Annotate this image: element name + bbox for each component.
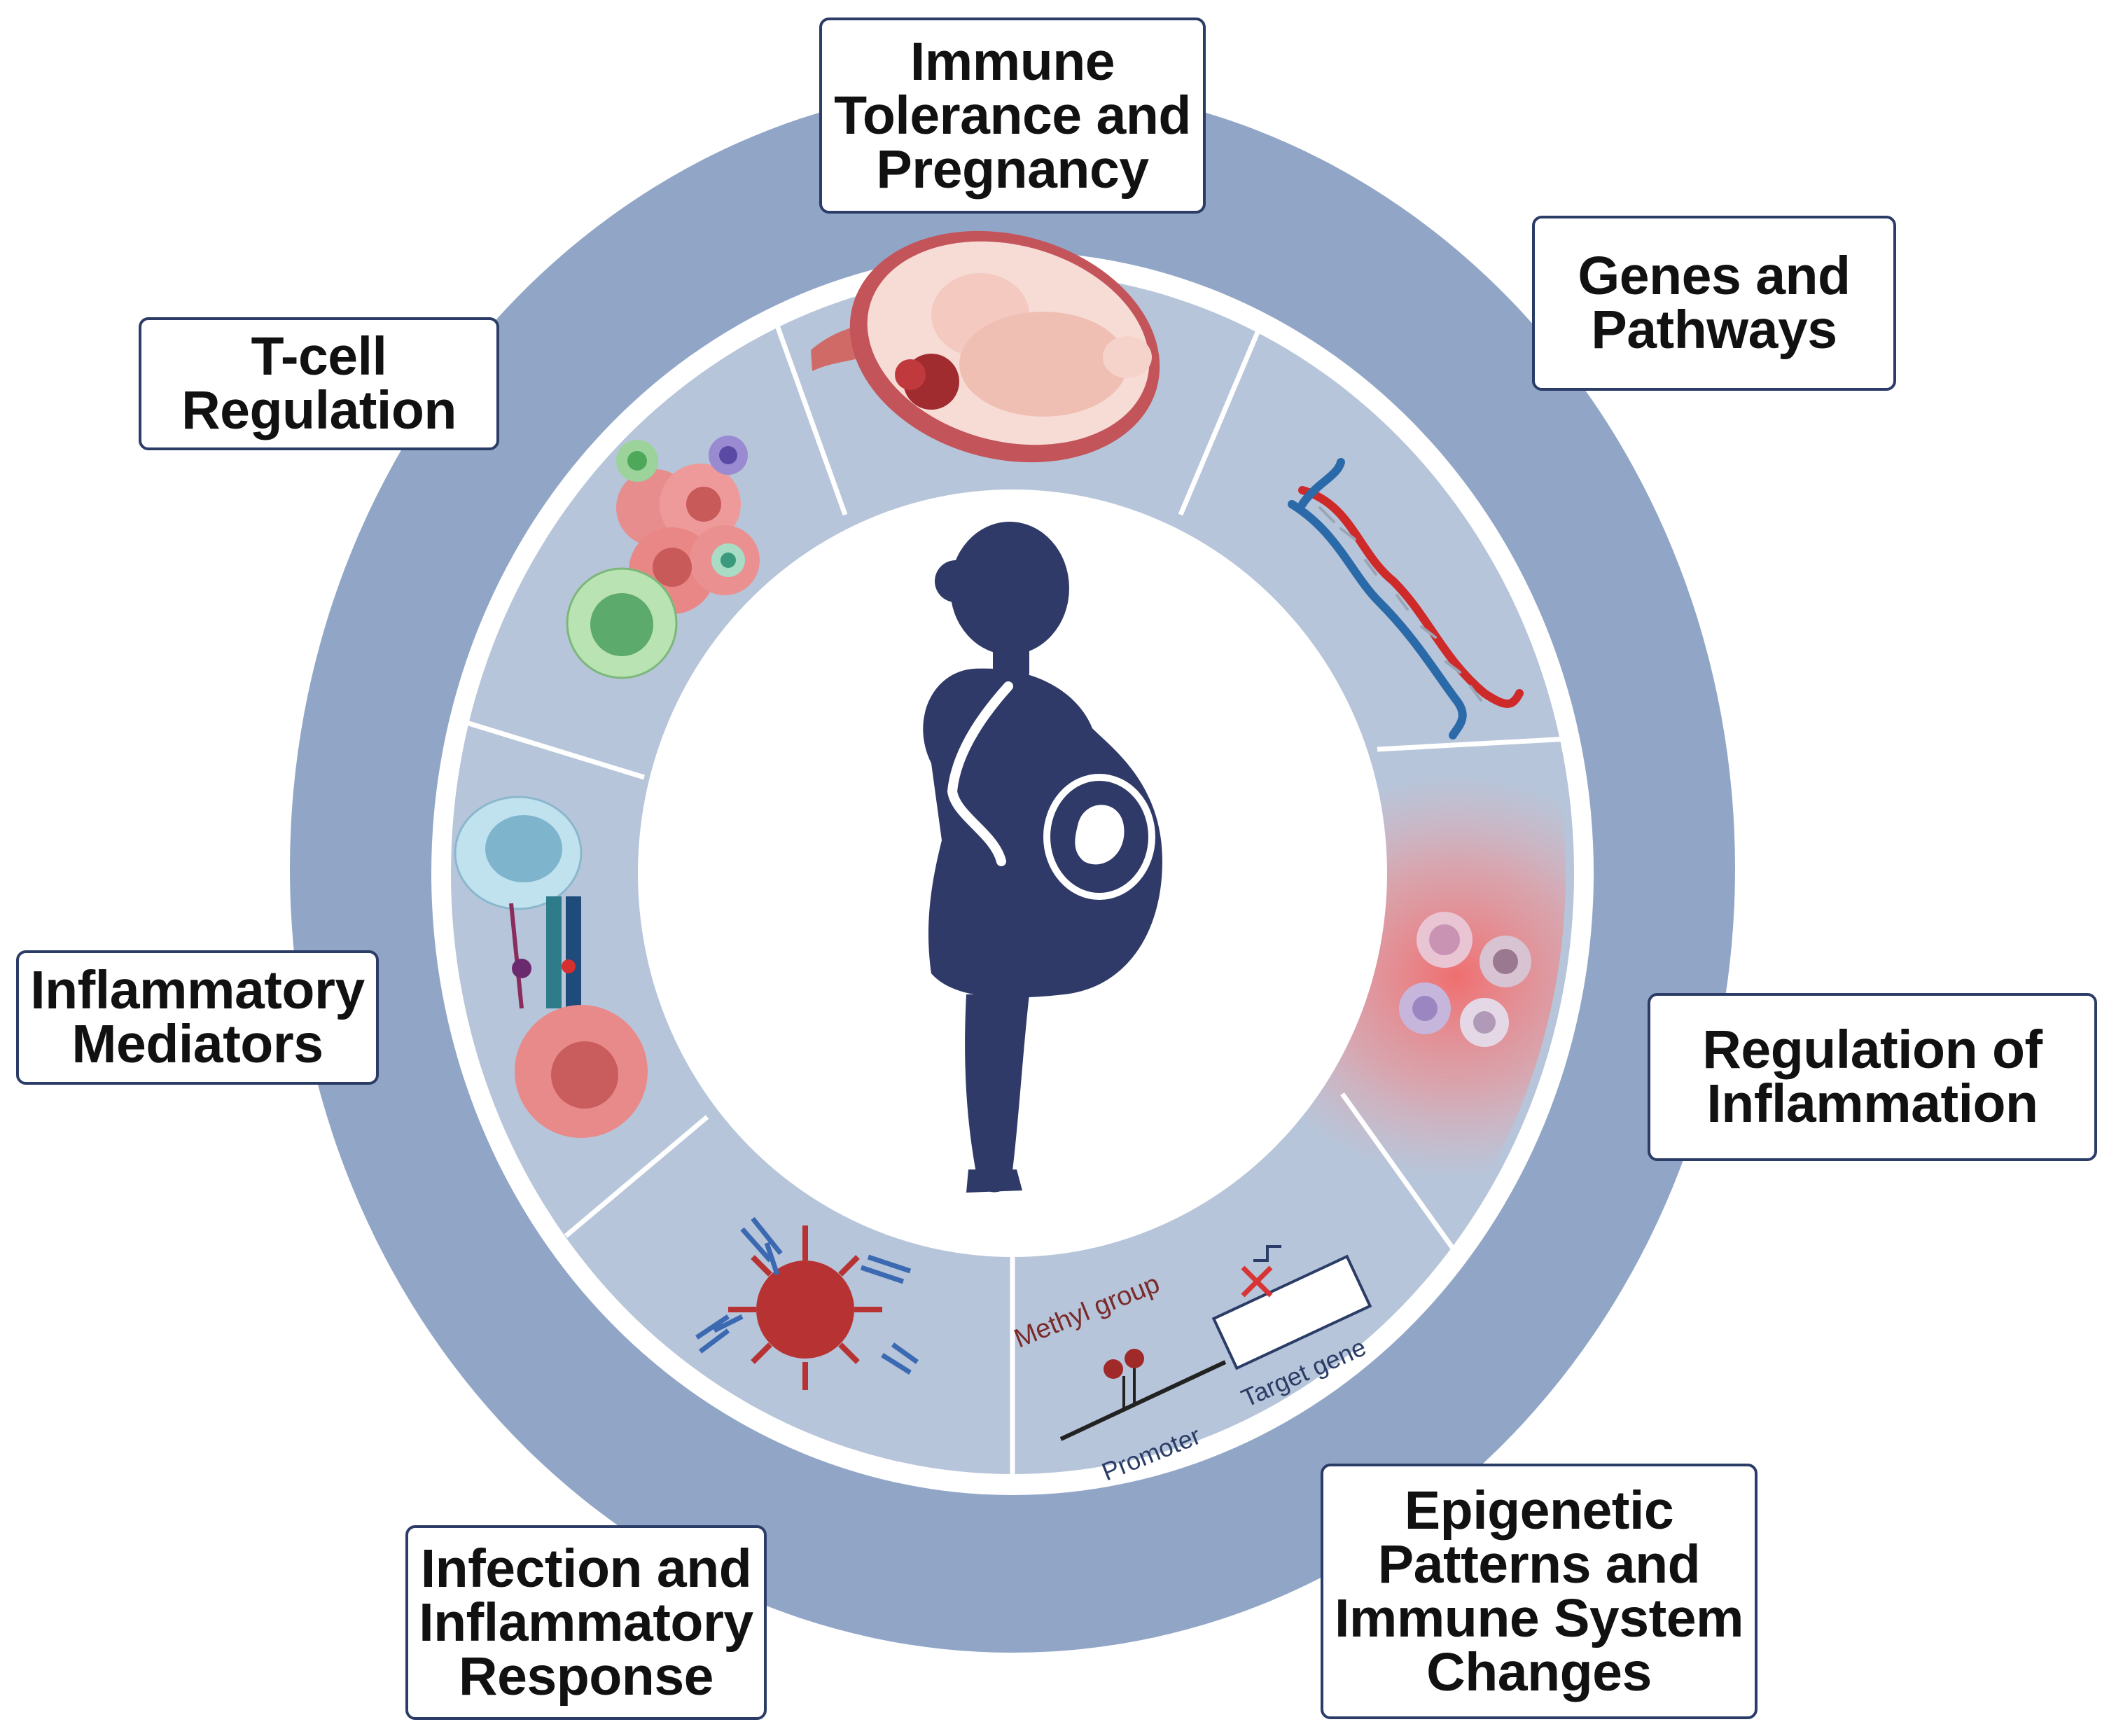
infection-inflammatory-response-label: Infection and Inflammatory Response xyxy=(405,1525,767,1720)
immune-tolerance-pregnancy-text: Immune Tolerance and Pregnancy xyxy=(834,31,1191,200)
infection-inflammatory-response-text: Infection and Inflammatory Response xyxy=(419,1538,753,1707)
virus-antibodies-icon xyxy=(695,1216,919,1390)
regulation-of-inflammation-text: Regulation of Inflammation xyxy=(1702,1020,2042,1134)
neutrophil-cells-icon xyxy=(1399,912,1531,1047)
genes-pathways-text: Genes and Pathways xyxy=(1578,246,1851,360)
segment-separators xyxy=(461,324,1569,1478)
regulation-of-inflammation-label: Regulation of Inflammation xyxy=(1648,993,2097,1161)
epigenetic-patterns-label: Epigenetic Patterns and Immune System Ch… xyxy=(1321,1464,1758,1719)
genes-pathways-label: Genes and Pathways xyxy=(1532,216,1896,391)
t-cell-regulation-text: T-cell Regulation xyxy=(181,326,457,440)
immune-tolerance-pregnancy-label: Immune Tolerance and Pregnancy xyxy=(819,18,1206,214)
pregnant-woman-icon xyxy=(923,522,1162,1193)
arm-outline xyxy=(947,681,1013,866)
uterus-fetus-icon xyxy=(811,230,1160,463)
immune-synapse-icon xyxy=(454,796,648,1138)
dna-helix-icon xyxy=(1288,458,1524,739)
epigenetic-patterns-text: Epigenetic Patterns and Immune System Ch… xyxy=(1334,1480,1744,1702)
fetus-icon xyxy=(1043,774,1155,900)
t-cell-cluster-icon xyxy=(566,436,760,679)
inflammatory-mediators-text: Inflammatory Mediators xyxy=(30,960,365,1074)
t-cell-regulation-label: T-cell Regulation xyxy=(139,317,499,450)
inflammatory-mediators-label: Inflammatory Mediators xyxy=(16,950,379,1085)
